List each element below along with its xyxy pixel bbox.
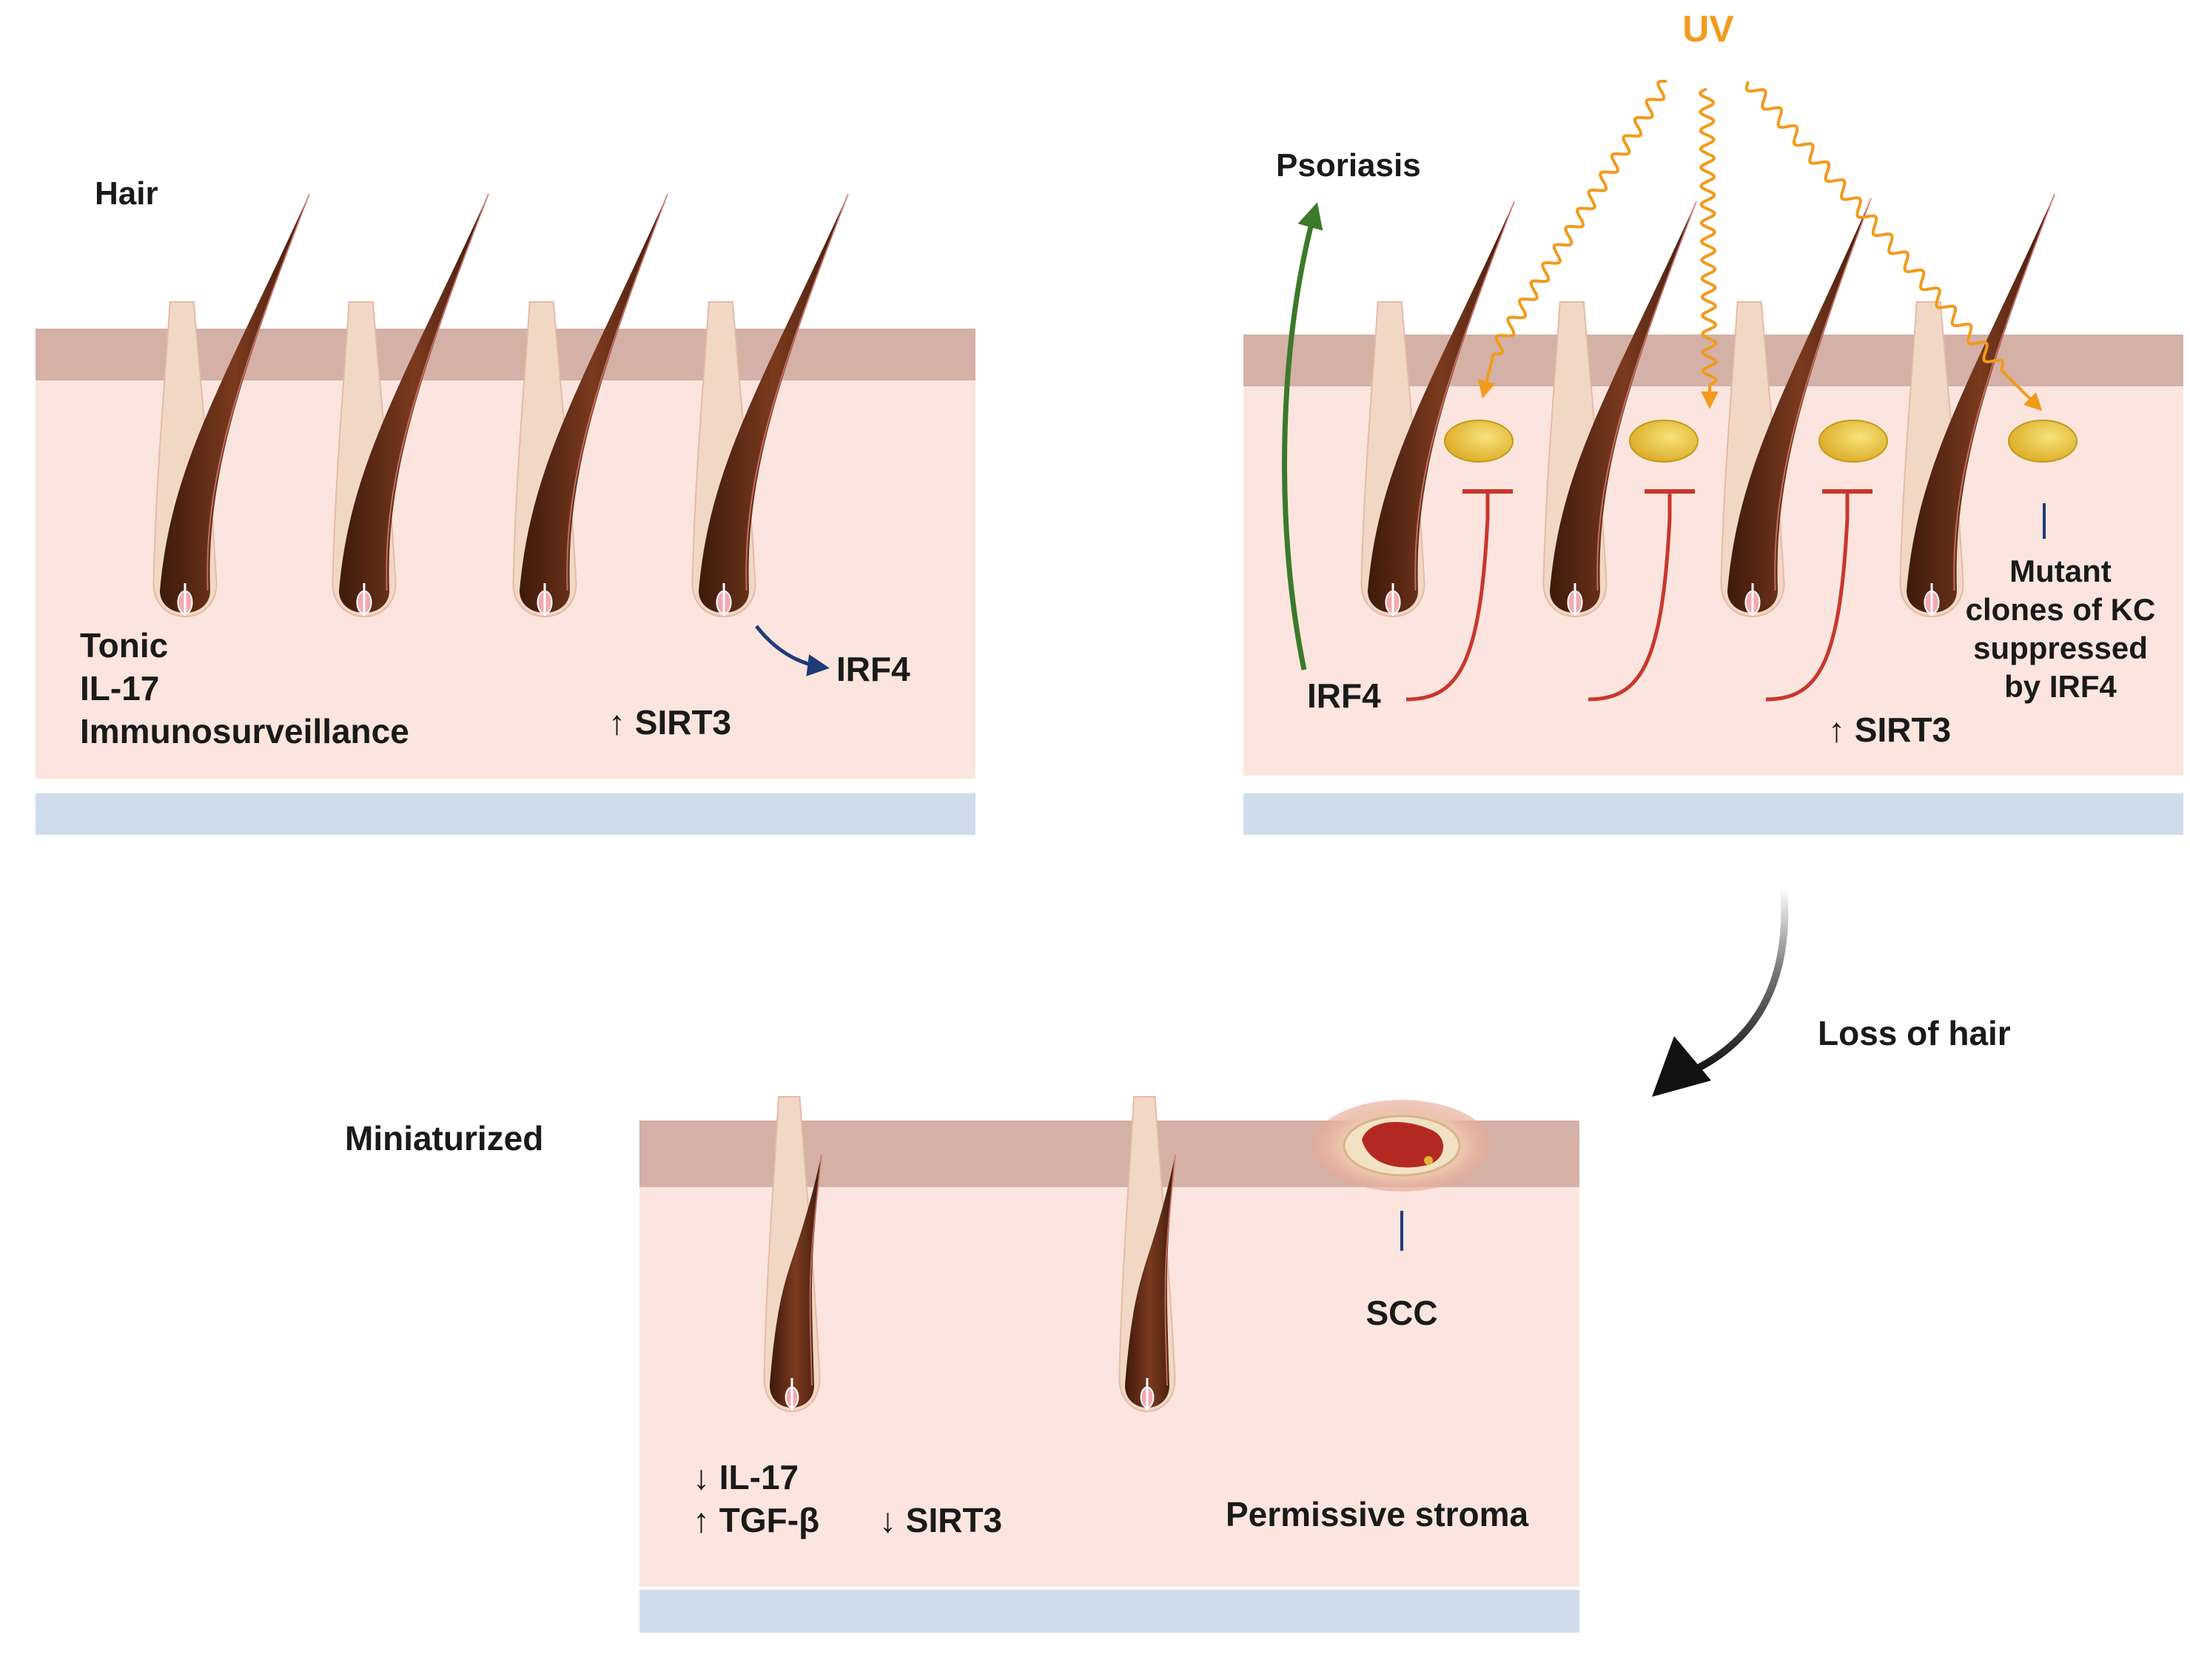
panel-hair: Hair Tonic IL-17 Immunosurveillance ↑ SI… (36, 175, 975, 835)
loss-of-hair-arrow (1685, 887, 1789, 1077)
loss-of-hair-transition: Loss of hair (1652, 887, 2011, 1097)
subcutis-layer (639, 1590, 1579, 1633)
label-loss-of-hair: Loss of hair (1818, 1014, 2011, 1052)
panel-miniaturized: SCC Miniaturized ↓ IL-17 ↑ TGF-β ↓ SIRT3… (345, 1096, 1579, 1633)
label-sirt3-up: ↑ SIRT3 (1828, 710, 1951, 749)
label-irf4: IRF4 (1307, 676, 1381, 715)
hair-follicle (1720, 198, 1872, 617)
hair-follicle (152, 193, 310, 617)
hair-follicle-group (1360, 193, 2055, 617)
hair-follicle (1899, 193, 2055, 617)
label-irf4: IRF4 (836, 650, 910, 688)
label-tgfb-up: ↑ TGF-β (693, 1501, 819, 1539)
hair-follicle-group (152, 193, 849, 617)
label-mutant-3: suppressed (1973, 631, 2148, 665)
hair-follicle (691, 193, 849, 617)
label-mutant-4: by IRF4 (2004, 669, 2117, 704)
label-psoriasis: Psoriasis (1276, 147, 1421, 184)
hair-follicle (512, 193, 668, 617)
label-il17-down: ↓ IL-17 (693, 1458, 799, 1496)
hair-follicle (332, 193, 489, 617)
label-immunosurveillance: Immunosurveillance (80, 712, 409, 750)
label-permissive-stroma: Permissive stroma (1226, 1495, 1529, 1533)
subcutis-layer (36, 793, 975, 835)
keratinocyte-cell-mutant (2008, 420, 2078, 463)
hair-follicle (763, 1096, 822, 1412)
label-sirt3-down: ↓ SIRT3 (879, 1501, 1002, 1539)
inhibition-curve (1765, 491, 1850, 702)
panel-title-hair: Hair (95, 175, 158, 212)
inhibition-curve (1588, 491, 1672, 702)
irf4-arrow (755, 625, 830, 676)
label-mutant-2: clones of KC (1966, 592, 2156, 627)
subcutis-layer (1243, 793, 2183, 835)
label-uv: UV (1682, 8, 1734, 50)
label-mutant-1: Mutant (2009, 554, 2112, 588)
label-scc: SCC (1366, 1294, 1437, 1332)
keratinocyte-cell (1444, 420, 1514, 463)
label-tonic: Tonic (80, 626, 168, 665)
keratinocyte-cell (1818, 420, 1888, 463)
label-il17: IL-17 (80, 669, 159, 708)
scc-lesion (1313, 1100, 1491, 1192)
panel-uv: UV Psoriasis IRF4 ↑ SIRT3 Mutant clones … (1243, 8, 2183, 835)
uv-rays (1478, 79, 2043, 411)
panel-title-miniaturized: Miniaturized (345, 1119, 543, 1157)
hair-follicle (1542, 201, 1697, 617)
hair-follicle (1118, 1096, 1176, 1412)
label-sirt3-up: ↑ SIRT3 (608, 703, 731, 742)
psoriasis-arrow (1282, 202, 1323, 671)
inhibition-curve (1405, 491, 1490, 702)
keratinocyte-cell (1629, 420, 1699, 463)
loss-of-hair-arrowhead (1652, 1036, 1711, 1097)
hair-follicle-group (763, 1096, 1176, 1412)
hair-follicle (1360, 201, 1515, 617)
